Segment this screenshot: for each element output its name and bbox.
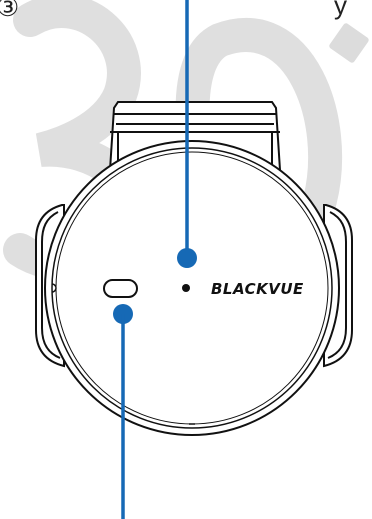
button-slot [103, 279, 138, 298]
indicator-led [182, 284, 190, 292]
brand-logo: BLACKVUE [211, 280, 304, 298]
watermark-dot [329, 23, 369, 63]
upper-callout [177, 0, 197, 268]
camera-body [44, 140, 340, 436]
top-circled-number: ③ [0, 0, 19, 22]
lower-callout [113, 304, 133, 519]
top-text-fragment: y [334, 0, 347, 20]
